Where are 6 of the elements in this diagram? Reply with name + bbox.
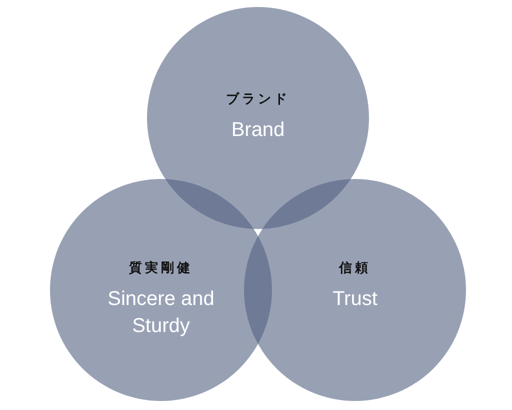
circle-subtitle: Sincere and Sturdy xyxy=(106,287,216,339)
circle-subtitle: Brand xyxy=(230,118,286,143)
circle-heading: 質実剛健 xyxy=(129,260,193,277)
circle-subtitle: Trust xyxy=(332,287,378,312)
circle-heading: ブランド xyxy=(226,90,290,108)
circle-heading: 信頼 xyxy=(339,260,371,277)
